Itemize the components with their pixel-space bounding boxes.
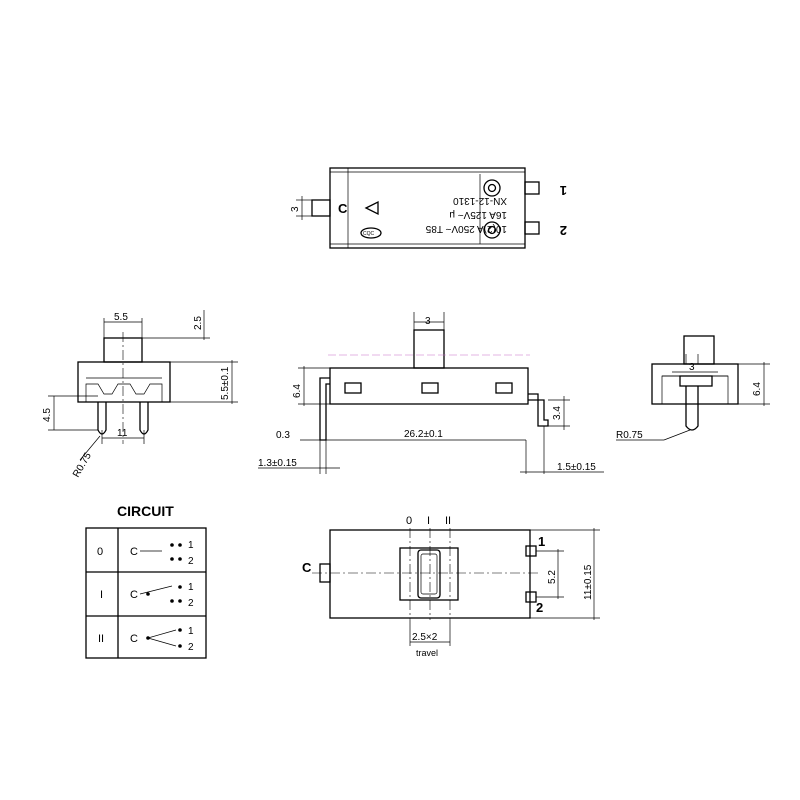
front-dim-13: 1.3±0.15 (258, 458, 297, 469)
side-terminal-slots (85, 383, 163, 402)
cqc-mark (360, 227, 382, 239)
front-dim-3: 3 (425, 316, 431, 327)
side-body (77, 361, 171, 403)
side-dim-25: 2.5 (193, 316, 204, 330)
side-dim-radius: R0.75 (71, 451, 94, 480)
travel-label: travel (416, 648, 438, 658)
end-dim-radius: R0.75 (616, 430, 643, 441)
bottom-dim-11: 11±0.15 (583, 564, 594, 600)
cqc-text: CQC (363, 231, 375, 237)
circuit-title: CIRCUIT (117, 503, 174, 519)
bottom-common-label: C (302, 560, 312, 575)
circuit-t2-0: 2 (188, 556, 194, 567)
terminal-1-circle (483, 221, 501, 239)
rating-line-1: 10(2)A 250V~ T85 (425, 223, 507, 234)
bottom-slider-knob (417, 549, 441, 599)
end-view: 3 6.4 R0.75 (616, 335, 770, 441)
bottom-common-tab (319, 563, 331, 583)
arrow-symbol (364, 200, 379, 216)
side-dim-11: 11 (117, 428, 128, 439)
side-dim-45: 4.5 (42, 408, 53, 422)
end-dim-3: 3 (689, 362, 695, 373)
end-slot (679, 375, 713, 387)
travel-dim: 2.5×2 (412, 632, 438, 643)
circuit-c-1: C (130, 589, 138, 601)
circuit-pos-0: 0 (97, 546, 103, 558)
circuit-table: CIRCUIT 0 C 1 2 I C 1 2 II C 1 2 (85, 503, 207, 659)
terminal-2-circle (483, 179, 501, 197)
model-number: XN-12-1310 (453, 195, 507, 206)
top-left-tab (311, 199, 331, 217)
side-pin-right (139, 402, 149, 435)
pos-label-2: II (445, 515, 451, 527)
pos-label-0: 0 (406, 515, 412, 527)
end-body (651, 363, 739, 405)
end-pin (685, 386, 699, 431)
circuit-t1-2: 1 (188, 626, 194, 637)
front-terminal-right (528, 393, 549, 427)
circuit-pos-2: II (98, 633, 104, 645)
bottom-terminal-2-label: 2 (536, 600, 543, 615)
bottom-view: 0 I II C 1 2 5.2 11±0.15 2.5×2 travel (302, 515, 600, 658)
circuit-t2-1: 2 (188, 598, 194, 609)
bottom-slider-window (399, 547, 459, 601)
front-actuator (413, 329, 445, 369)
terminal-label-2: 2 (560, 223, 567, 238)
end-actuator (683, 335, 715, 365)
circuit-c-0: C (130, 546, 138, 558)
terminal-1-inner (487, 225, 497, 235)
front-dim-03: 0.3 (276, 430, 290, 441)
top-right-tab-upper (524, 181, 540, 195)
end-dim-64: 6.4 (752, 382, 763, 396)
bottom-terminal-1-tab (525, 545, 537, 557)
front-window-2 (421, 382, 439, 394)
front-terminal-left (319, 377, 330, 441)
terminal-2-inner (487, 183, 497, 193)
pos-label-1: I (427, 515, 430, 527)
side-view-left: 5.5 2.5 5.5±0.1 4.5 11 R0.75 (42, 310, 238, 480)
bottom-dim-52: 5.2 (547, 570, 558, 584)
side-dim-55: 5.5 (114, 312, 128, 323)
top-common-label: C (338, 201, 348, 216)
circuit-t1-0: 1 (188, 540, 194, 551)
bottom-terminal-1-label: 1 (538, 534, 545, 549)
top-dim-3: 3 (290, 206, 301, 212)
front-body (329, 367, 529, 405)
front-dim-64: 6.4 (292, 384, 303, 398)
top-view: 3 10(2)A 250V~ T85 16A 125V~ μ XN-12-131… (290, 167, 567, 249)
circuit-frame (85, 527, 207, 659)
front-dim-15: 1.5±0.15 (557, 462, 596, 473)
rating-line-2: 16A 125V~ μ (449, 209, 507, 220)
circuit-pos-1: I (100, 589, 103, 601)
circuit-c-2: C (130, 633, 138, 645)
front-view: 3 6.4 0.3 26.2±0.1 1.3±0.15 3.4 1.5±0.15 (258, 312, 604, 474)
terminal-label-1: 1 (560, 183, 567, 198)
side-dim-55b: 5.5±0.1 (220, 366, 231, 400)
bottom-terminal-2-tab (525, 591, 537, 603)
front-dim-262: 26.2±0.1 (404, 429, 443, 440)
top-body-outline (329, 167, 526, 249)
front-dim-34: 3.4 (552, 406, 563, 420)
front-window-3 (495, 382, 513, 394)
circuit-t1-1: 1 (188, 582, 194, 593)
side-pin-left (97, 402, 107, 435)
top-right-tab-lower (524, 221, 540, 235)
circuit-t2-2: 2 (188, 642, 194, 653)
front-window-1 (344, 382, 362, 394)
